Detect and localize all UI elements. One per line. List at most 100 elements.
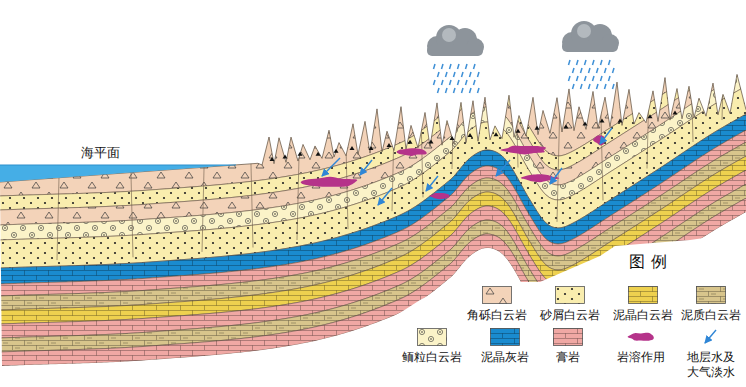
rubble-triangle: [618, 119, 623, 123]
water-arrow: [426, 176, 438, 191]
rain-drop: [462, 72, 464, 77]
rubble-triangle: [564, 125, 569, 129]
strata: [0, 0, 746, 366]
water-arrow: [378, 188, 392, 205]
rain-drop: [470, 72, 472, 77]
ground-surface: [0, 74, 746, 182]
legend-label: 岩溶作用: [617, 350, 665, 365]
rain-drop: [589, 84, 591, 89]
legend-swatch-texture: [629, 287, 658, 304]
figure-label: 海平面: [81, 145, 120, 161]
fracture-line: [202, 128, 205, 252]
rain-drop: [601, 60, 603, 65]
legend-swatch-texture: [697, 287, 726, 304]
legend-swatch-fill: [556, 287, 585, 304]
rain-drop: [446, 72, 448, 77]
rain-drop: [609, 76, 611, 81]
rain-cloud: [562, 21, 619, 89]
legend-item: 泥晶白云岩: [598, 286, 688, 323]
legend-label: 鲕粒白云岩: [402, 350, 462, 365]
legend-swatch: [482, 286, 512, 304]
legend-swatch: [490, 328, 520, 346]
rain-drop: [478, 72, 480, 77]
rubble-triangle: [468, 133, 473, 137]
fracture-line: [57, 136, 60, 260]
fracture-line: [297, 116, 300, 240]
rubble-triangle: [408, 140, 413, 144]
rain-drop: [442, 80, 444, 85]
rain-drop: [593, 76, 595, 81]
rain-drop: [466, 64, 468, 69]
rubble-triangle: [648, 114, 653, 118]
rain-drop: [458, 64, 460, 69]
rain-drop: [569, 76, 571, 81]
fracture-line: [345, 105, 348, 229]
karst-cavity: [397, 148, 427, 156]
legend-item: 岩溶作用: [596, 328, 686, 365]
karst-cavity: [500, 146, 546, 155]
rain-drop: [605, 84, 607, 89]
legend-swatch: [626, 328, 656, 346]
fracture-line: [452, 45, 455, 169]
legend-swatch-texture: [491, 329, 520, 346]
rain-drop: [569, 60, 571, 65]
rain-drop: [613, 68, 615, 73]
water-arrow: [600, 128, 612, 144]
legend-swatch-fill: [491, 329, 520, 346]
legend-item: 泥质白云岩: [666, 286, 746, 323]
rain-drop: [450, 80, 452, 85]
rubble-triangle: [516, 129, 521, 133]
water-arrow: [322, 158, 340, 176]
legend-label: 角砾白云岩: [467, 308, 527, 323]
legend-swatch-texture: [556, 287, 585, 304]
rubble-triangle: [429, 139, 434, 143]
rain-drop: [470, 88, 472, 93]
rubble-triangle: [369, 146, 374, 150]
water-arrow: [705, 330, 716, 343]
rain-drop: [613, 84, 615, 89]
rubble-triangle: [316, 152, 321, 156]
fracture-line: [690, 18, 693, 142]
karst-cavity: [429, 193, 449, 199]
rain-drop: [593, 60, 595, 65]
fracture-line: [250, 124, 253, 248]
rain-drop: [601, 76, 603, 81]
legend-label: 膏岩: [556, 350, 580, 365]
rain-drop: [454, 88, 456, 93]
legend-swatch: [555, 286, 585, 304]
rain-drop: [597, 84, 599, 89]
rubble-triangle: [673, 111, 678, 115]
legend-label: 泥晶灰岩: [481, 350, 529, 365]
legend-label: 地层水及大气淡水: [687, 350, 735, 380]
legend-swatch-fill: [418, 329, 447, 346]
rain-drop: [474, 80, 476, 85]
legend-swatch: [417, 328, 447, 346]
karst-cavity: [301, 177, 358, 187]
legend-swatch: [553, 328, 583, 346]
rain-drop: [581, 84, 583, 89]
rubble-triangle: [450, 136, 455, 140]
legend-swatch-fill: [697, 287, 726, 304]
rubble-triangle: [334, 149, 339, 153]
rain-drop: [577, 76, 579, 81]
rain-drop: [446, 88, 448, 93]
figure-label: 图 例: [629, 252, 666, 271]
rubble-triangle: [535, 126, 540, 130]
water-arrow: [550, 168, 562, 184]
legend-item: 鲕粒白云岩: [387, 328, 477, 365]
rain-drop: [454, 72, 456, 77]
rubble-triangle: [270, 157, 275, 161]
legend-item: 角砾白云岩: [452, 286, 542, 323]
rain-drop: [434, 64, 436, 69]
rain-drop: [577, 60, 579, 65]
legend-swatch-texture: [554, 329, 583, 346]
legend-swatch-fill: [629, 287, 658, 304]
karst-cavity: [628, 333, 654, 341]
rain-drop: [585, 76, 587, 81]
legend-item: 砂屑白云岩: [525, 286, 615, 323]
rain-drop: [605, 68, 607, 73]
water-arrow: [496, 160, 510, 176]
legend-swatch-fill: [483, 287, 512, 304]
